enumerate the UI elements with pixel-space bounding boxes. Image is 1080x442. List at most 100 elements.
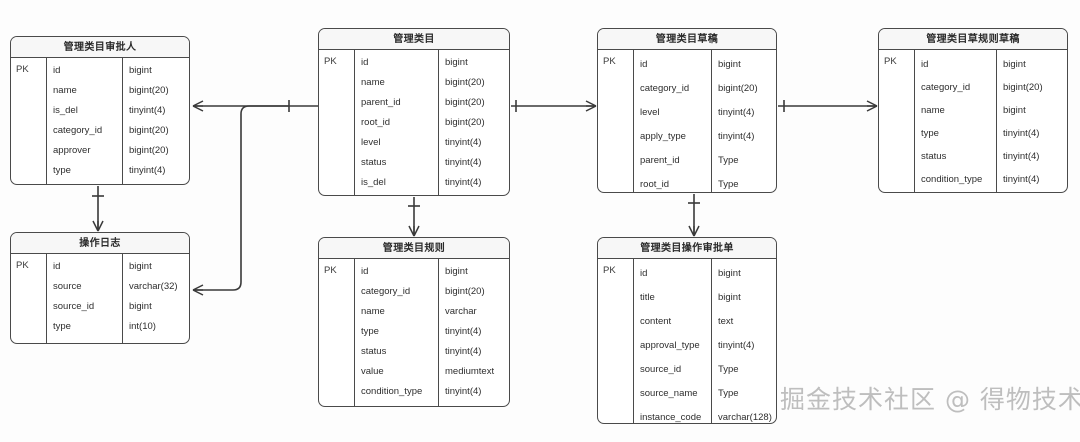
field-type: tinyint(4) <box>445 346 482 357</box>
field-type: bigint <box>1003 105 1026 116</box>
crowsfoot-oplog-right <box>192 284 204 296</box>
field-name: id <box>921 59 929 70</box>
field-name: value <box>361 366 384 377</box>
field-name: condition_type <box>361 386 423 397</box>
field-type: tinyint(4) <box>718 107 755 118</box>
field-name: type <box>921 128 939 139</box>
field-type-column-category_draft: bigint bigint(20) tinyint(4) tinyint(4) Type… <box>712 50 776 192</box>
field-name: apply_type <box>640 131 686 142</box>
field-type: bigint <box>718 59 741 70</box>
field-name: category_id <box>53 125 103 136</box>
field-type: bigint(20) <box>445 77 485 88</box>
field-type: Type <box>718 155 739 166</box>
field-name: source_name <box>640 388 698 399</box>
field-type: bigint(20) <box>445 97 485 108</box>
field-name: approval_type <box>640 340 700 351</box>
field-type: tinyint(4) <box>445 326 482 337</box>
field-type: tinyint(4) <box>129 105 166 116</box>
entity-title-approver: 管理类目审批人 <box>11 37 189 58</box>
field-type: bigint <box>718 292 741 303</box>
field-name: id <box>361 266 369 277</box>
field-type: bigint <box>129 65 152 76</box>
field-type: tinyint(4) <box>1003 151 1040 162</box>
field-name: source_id <box>53 301 95 312</box>
field-name: content <box>640 316 672 327</box>
entity-title-category_rule_draft: 管理类目草规则草稿 <box>879 29 1067 50</box>
field-type: tinyint(4) <box>445 177 482 188</box>
crowsfoot-approver-right <box>192 100 204 112</box>
field-type: tinyint(4) <box>445 157 482 168</box>
field-name: approver <box>53 145 91 156</box>
field-type: bigint <box>445 266 468 277</box>
field-type: bigint(20) <box>445 117 485 128</box>
pk-column-category: PK <box>319 50 355 195</box>
crowsfoot-oplog-top <box>92 220 104 232</box>
field-name: id <box>361 57 369 68</box>
field-name: name <box>53 85 77 96</box>
field-type: bigint(20) <box>718 83 758 94</box>
field-type: bigint <box>445 57 468 68</box>
field-type: Type <box>718 388 739 399</box>
field-name: id <box>53 261 61 272</box>
field-name: level <box>640 107 660 118</box>
field-name: name <box>921 105 945 116</box>
field-type: tinyint(4) <box>718 340 755 351</box>
field-name: title <box>640 292 655 303</box>
field-type: bigint(20) <box>129 85 169 96</box>
field-name: condition_type <box>921 174 983 185</box>
field-name: id <box>53 65 61 76</box>
field-type: bigint(20) <box>445 286 485 297</box>
field-name: type <box>361 326 379 337</box>
field-type: text <box>718 316 734 327</box>
field-name: name <box>361 306 385 317</box>
field-type: bigint <box>129 261 152 272</box>
field-name: status <box>921 151 947 162</box>
field-name: status <box>361 346 387 357</box>
field-type: bigint(20) <box>1003 82 1043 93</box>
crowsfoot-approval-top <box>688 225 700 237</box>
field-name: category_id <box>361 286 411 297</box>
crowsfoot-draft-left <box>585 100 597 112</box>
field-name: source_id <box>640 364 682 375</box>
entity-title-oplog: 操作日志 <box>11 233 189 254</box>
entity-title-category_rule: 管理类目规则 <box>319 238 509 259</box>
field-name: status <box>361 157 387 168</box>
field-type: mediumtext <box>445 366 495 377</box>
field-name: type <box>53 165 71 176</box>
entity-title-category: 管理类目 <box>319 29 509 50</box>
field-name: id <box>640 59 648 70</box>
field-type: bigint(20) <box>129 145 169 156</box>
field-name: root_id <box>361 117 391 128</box>
field-name: parent_id <box>361 97 401 108</box>
field-type: varchar <box>445 306 477 317</box>
field-type: Type <box>718 364 739 375</box>
pk-column-oplog: PK <box>11 254 47 343</box>
field-type: bigint <box>129 301 152 312</box>
field-type: tinyint(4) <box>718 131 755 142</box>
field-type: tinyint(4) <box>445 137 482 148</box>
field-name: root_id <box>640 179 670 190</box>
field-name: type <box>53 321 71 332</box>
field-name: level <box>361 137 381 148</box>
entity-title-category_draft: 管理类目草稿 <box>598 29 776 50</box>
field-type: tinyint(4) <box>129 165 166 176</box>
